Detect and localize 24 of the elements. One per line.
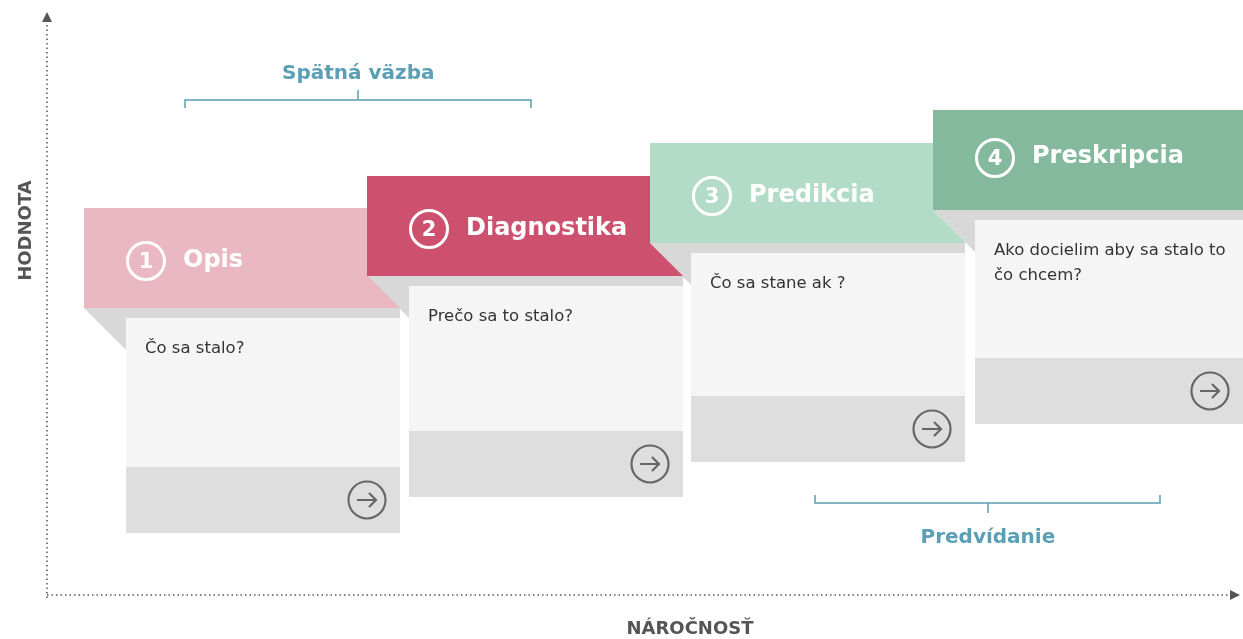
step-title: Preskripcia	[1032, 141, 1184, 169]
step-card	[126, 318, 400, 533]
step-banner	[367, 176, 683, 276]
step-card	[691, 253, 965, 462]
step-banner	[650, 143, 966, 243]
step-title: Predikcia	[749, 180, 875, 208]
step-banner	[933, 110, 1243, 210]
axis-label: NÁROČNOSŤ	[626, 617, 754, 638]
card-text: Ako docielim aby sa stalo to čo chcem?	[994, 239, 1227, 286]
step-number: 1	[126, 241, 166, 281]
card-text: Čo sa stane ak ?	[710, 272, 847, 294]
step-number: 3	[692, 176, 732, 216]
step-number: 4	[975, 138, 1015, 178]
step-card	[975, 220, 1243, 424]
axis-label: HODNOTA	[13, 179, 35, 281]
step-title: Diagnostika	[466, 213, 628, 241]
step-card	[409, 286, 683, 497]
card-text: Čo sa stalo?	[145, 337, 246, 359]
step-title: Opis	[183, 245, 244, 273]
card-text: Prečo sa to stalo?	[428, 305, 575, 327]
bracket-label: Spätná väzba	[282, 60, 435, 84]
step-number: 2	[409, 209, 449, 249]
bracket-label: Predvídanie	[920, 524, 1056, 548]
step-banner	[84, 208, 400, 308]
